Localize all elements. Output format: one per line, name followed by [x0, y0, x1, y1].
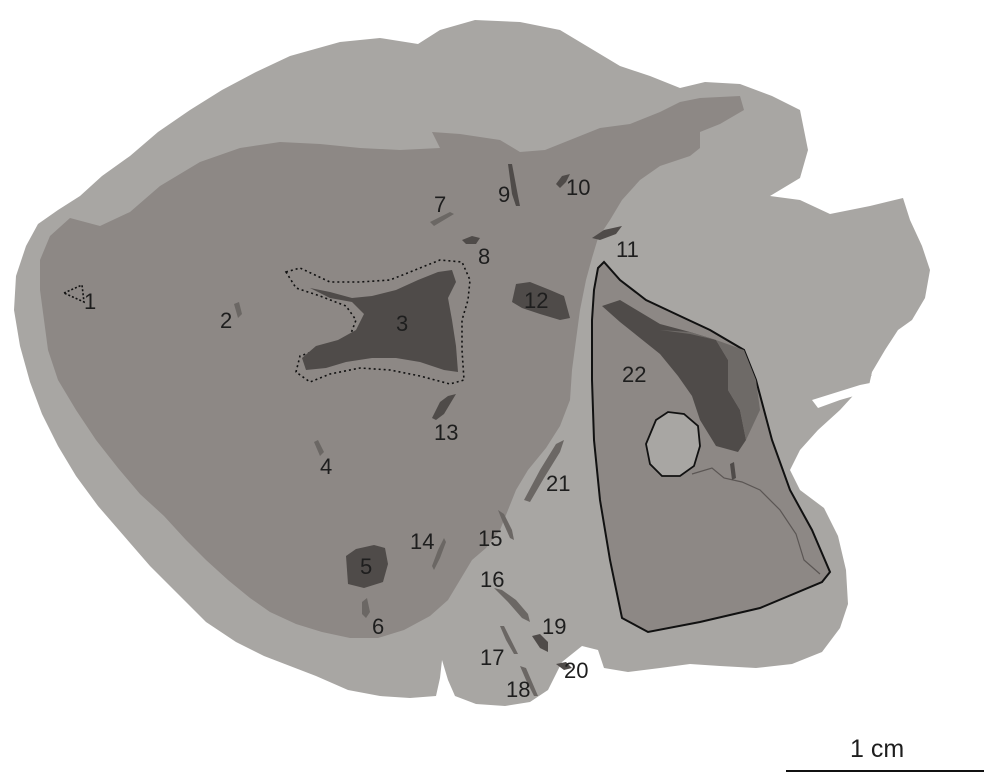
inclusion-16 [494, 588, 530, 622]
label-4: 4 [320, 454, 332, 479]
label-11: 11 [616, 237, 639, 262]
label-19: 19 [542, 614, 566, 639]
label-7: 7 [434, 192, 446, 217]
label-15: 15 [478, 526, 502, 551]
label-12: 12 [524, 288, 548, 313]
inclusion-17 [500, 626, 518, 654]
inclusion-9 [508, 164, 520, 206]
inclusion-18 [520, 666, 538, 696]
scale-bar-label: 1 cm [850, 735, 904, 763]
inclusion-3 [302, 270, 458, 372]
inclusion-10 [556, 174, 570, 188]
clast-22-vein [691, 467, 821, 575]
label-9: 9 [498, 182, 510, 207]
label-8: 8 [478, 244, 490, 269]
label-1: 1 [84, 289, 96, 314]
inclusion-4 [314, 440, 324, 456]
inclusion-11 [592, 226, 622, 240]
label-13: 13 [434, 420, 458, 445]
label-21: 21 [546, 471, 570, 496]
inclusion-8 [462, 236, 480, 244]
inclusion-14 [432, 538, 446, 570]
inclusion-6 [362, 598, 370, 618]
label-14: 14 [410, 529, 434, 554]
label-17: 17 [480, 645, 504, 670]
inclusion-2 [234, 302, 242, 318]
clast-22-inner-band [660, 330, 760, 440]
label-6: 6 [372, 614, 384, 639]
label-2: 2 [220, 308, 232, 333]
inclusion-12 [512, 282, 570, 320]
inclusion-7 [430, 212, 454, 226]
crack [812, 380, 885, 408]
label-18: 18 [506, 677, 530, 702]
middle-zone [40, 96, 744, 638]
label-20: 20 [564, 658, 588, 683]
inclusion-1 [62, 283, 85, 304]
inclusion-19 [532, 634, 548, 652]
label-10: 10 [566, 175, 590, 200]
clast-22-hole [645, 411, 701, 477]
clast-22-dark-band [602, 300, 746, 452]
inclusion-13 [432, 394, 456, 420]
label-22: 22 [622, 362, 646, 387]
label-3: 3 [396, 311, 408, 336]
clast-22 [591, 260, 832, 634]
label-5: 5 [360, 554, 372, 579]
clast-22-vein-small [730, 462, 736, 480]
inclusion-21 [524, 440, 564, 502]
label-16: 16 [480, 567, 504, 592]
inclusion-20 [556, 662, 572, 670]
inclusion-5 [346, 545, 388, 588]
inclusion-15 [498, 510, 514, 540]
